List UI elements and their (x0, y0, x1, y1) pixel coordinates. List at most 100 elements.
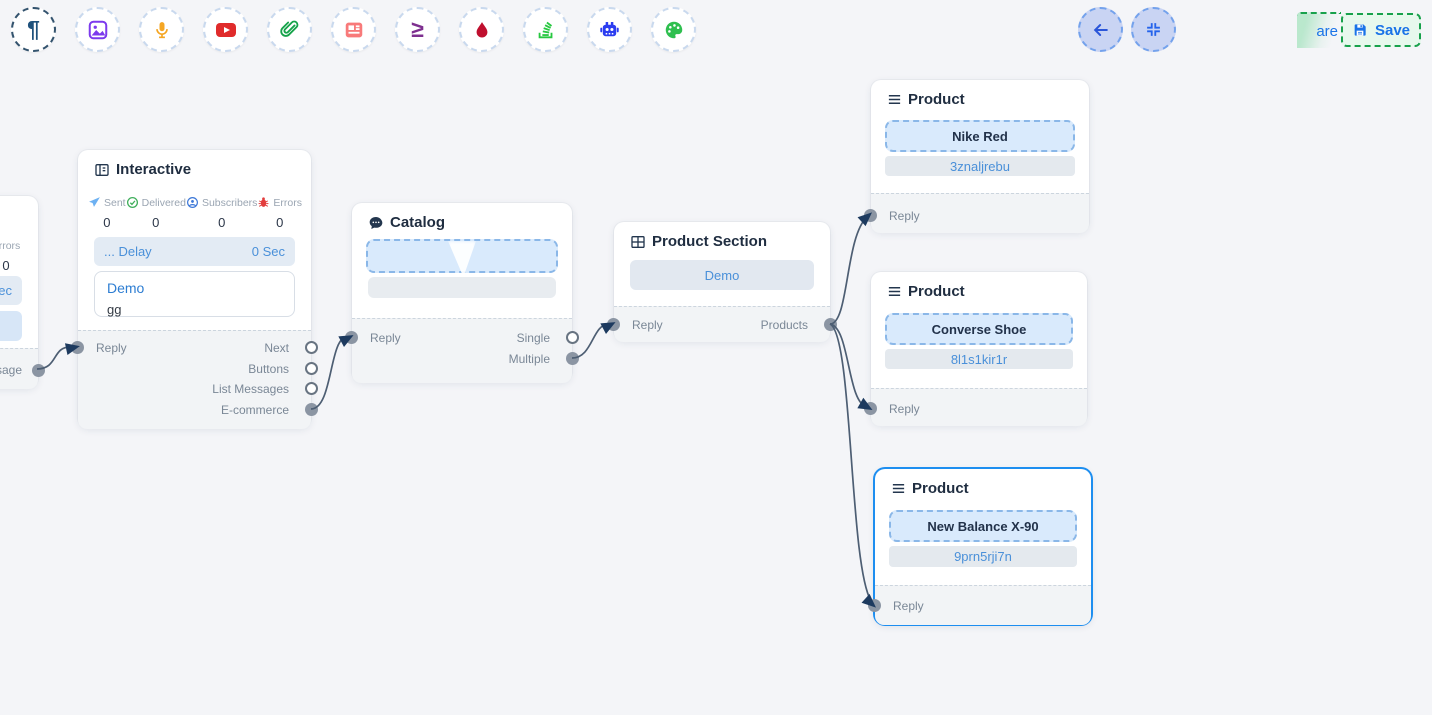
input-port-reply[interactable] (864, 209, 877, 222)
stack-icon (538, 21, 552, 38)
input-port-reply[interactable] (345, 331, 358, 344)
input-port-reply[interactable] (71, 341, 84, 354)
catalog-node[interactable]: Catalog Reply Single Multiple (345, 203, 579, 383)
output-port-single[interactable] (566, 331, 579, 344)
output-label-buttons: Buttons (248, 362, 289, 376)
catalog-placeholder-pill (368, 277, 556, 298)
stat-subscribers: Subscribers 0 (186, 196, 257, 230)
product-node-1[interactable]: Product Nike Red 3znaljrebu Reply (864, 80, 1089, 233)
section-name-pill[interactable]: Demo (630, 260, 814, 290)
interactive-node[interactable]: Interactive Sent 0 Delivered 0 (71, 150, 318, 429)
compress-icon (1147, 23, 1160, 36)
tool-template-button[interactable] (331, 7, 376, 52)
microphone-icon (155, 21, 168, 38)
output-label-ecommerce: E-commerce (220, 403, 289, 417)
tool-theme-button[interactable] (651, 7, 696, 52)
input-port-reply[interactable] (864, 402, 877, 415)
input-port-reply[interactable] (607, 318, 620, 331)
tool-bot-button[interactable] (587, 7, 632, 52)
save-button[interactable]: Save (1341, 13, 1421, 47)
back-button[interactable] (1078, 7, 1123, 52)
product-node-footer: Reply (864, 388, 1087, 426)
check-circle-icon (126, 196, 138, 209)
edge-products-to-product1 (829, 216, 868, 325)
message-preview-pill[interactable] (0, 311, 22, 341)
product-name-box[interactable]: Nike Red (885, 120, 1075, 152)
tool-stack-button[interactable] (523, 7, 568, 52)
product-section-node[interactable]: Product Section Demo Reply Products (607, 222, 837, 342)
output-port-next[interactable] (305, 341, 318, 354)
edge-products-to-product3 (829, 323, 872, 602)
message-node[interactable]: Errors 0 0 Sec Message (0, 196, 45, 389)
interactive-message-box[interactable]: Demo gg (94, 271, 295, 317)
input-label-reply: Reply (889, 209, 920, 223)
product-node-title: Product (887, 91, 965, 108)
paperclip-icon (279, 20, 298, 37)
output-label-single: Single (516, 331, 550, 345)
message-title: Demo (107, 280, 145, 296)
product-name-box[interactable]: New Balance X-90 (889, 510, 1077, 542)
tool-droplet-button[interactable] (459, 7, 504, 52)
input-label-reply: Reply (370, 331, 401, 345)
catalog-node-title: Catalog (368, 214, 445, 231)
product-node-footer: Reply (864, 193, 1089, 233)
greater-equal-icon: ≥ (411, 16, 424, 42)
output-port-ecommerce[interactable] (305, 403, 318, 416)
stat-sent: Sent 0 (88, 196, 126, 230)
input-label-reply: Reply (893, 599, 924, 613)
product-node-title: Product (891, 480, 969, 497)
stat-delivered: Delivered 0 (126, 196, 186, 230)
interactive-node-title: Interactive (94, 161, 191, 178)
youtube-icon (215, 22, 236, 37)
product-section-node-title: Product Section (630, 233, 767, 250)
input-label-reply: Reply (632, 318, 663, 332)
delay-row[interactable]: 0 Sec (0, 276, 22, 305)
output-port-buttons[interactable] (305, 362, 318, 375)
delay-row[interactable]: ... Delay 0 Sec (94, 237, 295, 266)
delay-value: 0 Sec (0, 283, 12, 298)
output-port-list-messages[interactable] (305, 382, 318, 395)
table-grid-icon (631, 235, 645, 248)
subscriber-icon (186, 197, 198, 208)
output-port-message[interactable] (32, 364, 45, 377)
stat-errors: Errors 0 (257, 196, 302, 230)
input-port-reply[interactable] (868, 599, 881, 612)
output-label-next: Next (264, 341, 289, 355)
edge-products-to-product2 (829, 323, 868, 408)
stat-errors-label: Errors (0, 240, 21, 252)
product-retailer-id: 3znaljrebu (885, 156, 1075, 176)
product-node-3[interactable]: Product New Balance X-90 9prn5rji7n Repl… (868, 469, 1091, 625)
save-button-label: Save (1374, 21, 1411, 39)
stats-row: Sent 0 Delivered 0 Subscribers 0 (88, 196, 302, 230)
arrow-left-icon (1093, 23, 1108, 36)
tool-condition-button[interactable]: ≥ (395, 7, 440, 52)
tool-image-button[interactable] (75, 7, 120, 52)
product-node-2[interactable]: Product Converse Shoe 8l1s1kir1r Reply (864, 272, 1087, 426)
product-name-box[interactable]: Converse Shoe (885, 313, 1073, 345)
interactive-node-footer: Reply Next Buttons List Messages E-comme… (71, 330, 318, 429)
tool-attachment-button[interactable] (267, 7, 312, 52)
message-body: gg (107, 302, 122, 317)
tool-audio-button[interactable] (139, 7, 184, 52)
card-icon (95, 163, 109, 176)
fit-view-button[interactable] (1131, 7, 1176, 52)
save-button-fragment: are (1297, 12, 1341, 48)
catalog-node-footer: Reply Single Multiple (345, 318, 579, 383)
output-label-products: Products (760, 318, 808, 332)
message-node-footer: Message (0, 348, 45, 389)
robot-icon (600, 22, 619, 37)
chat-bubble-icon (369, 216, 383, 229)
newspaper-icon (345, 22, 362, 37)
image-icon (88, 20, 107, 39)
tool-text-button[interactable]: ¶ (11, 7, 56, 52)
hamburger-icon (888, 95, 901, 104)
product-node-title: Product (887, 283, 965, 300)
catalog-dropzone[interactable] (366, 239, 558, 277)
input-label-reply: Reply (889, 402, 920, 416)
output-port-products[interactable] (824, 318, 837, 331)
product-retailer-id: 9prn5rji7n (889, 546, 1077, 567)
output-port-multiple[interactable] (566, 352, 579, 365)
tool-video-button[interactable] (203, 7, 248, 52)
bug-icon (259, 197, 269, 207)
